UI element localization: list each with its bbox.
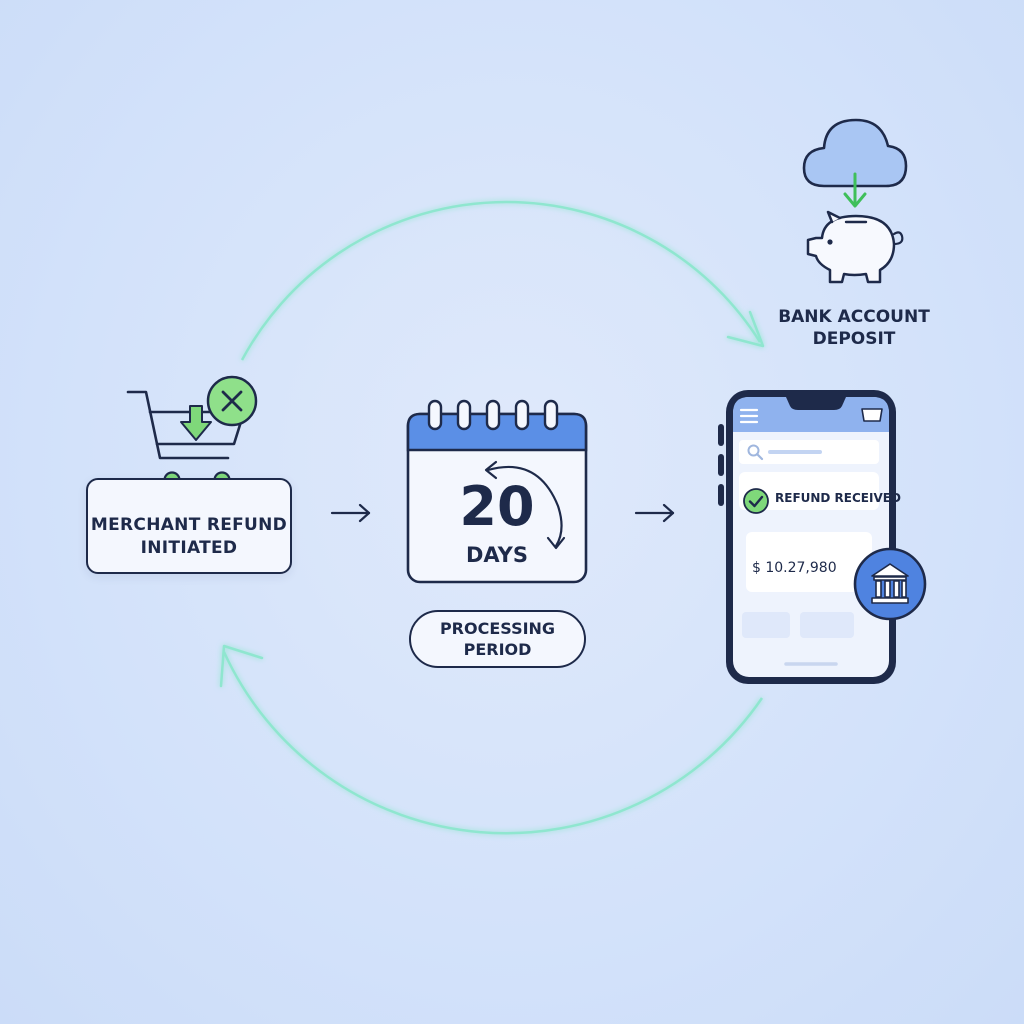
days-number: 20 — [459, 475, 535, 538]
bank-line-2: DEPOSIT — [812, 329, 896, 349]
cycle-arc-bottom — [222, 651, 764, 835]
cloud-icon — [802, 118, 908, 188]
download-arrow-icon — [180, 405, 212, 441]
cycle-arrowhead-bottom — [219, 644, 264, 688]
piggy-bank-icon — [806, 210, 904, 284]
merchant-refund-box — [86, 478, 292, 574]
download-arrow-icon — [843, 172, 867, 208]
circular-arrow-icon — [484, 460, 566, 550]
merchant-line-1: MERCHANT REFUND — [90, 515, 288, 535]
menu-icon — [739, 408, 759, 424]
bank-icon — [853, 547, 927, 621]
smartphone-icon — [718, 390, 896, 684]
connector-arrow-2 — [634, 503, 675, 523]
days-unit: DAYS — [465, 543, 528, 567]
bank-line-1: BANK ACCOUNT — [778, 307, 930, 327]
cycle-arrowhead-top — [726, 310, 765, 348]
refund-received-status: REFUND RECEIVED — [775, 491, 901, 505]
cycle-arc-top — [240, 200, 762, 361]
connector-arrow-1 — [330, 503, 371, 523]
check-icon — [743, 488, 769, 514]
merchant-line-2: INITIATED — [140, 538, 238, 558]
processing-line-1: PROCESSING — [439, 619, 556, 638]
refund-amount: $ 10.27,980 — [752, 560, 837, 576]
merchant-refund-label: MERCHANT REFUND INITIATED — [86, 514, 292, 560]
bank-deposit-label: BANK ACCOUNT DEPOSIT — [766, 306, 942, 350]
processing-line-2: PERIOD — [463, 640, 532, 659]
calendar-icon — [406, 399, 588, 584]
cancel-x-icon — [206, 375, 258, 427]
search-icon — [747, 444, 764, 461]
processing-period-pill: PROCESSING PERIOD — [409, 610, 586, 668]
card-icon — [861, 408, 883, 422]
